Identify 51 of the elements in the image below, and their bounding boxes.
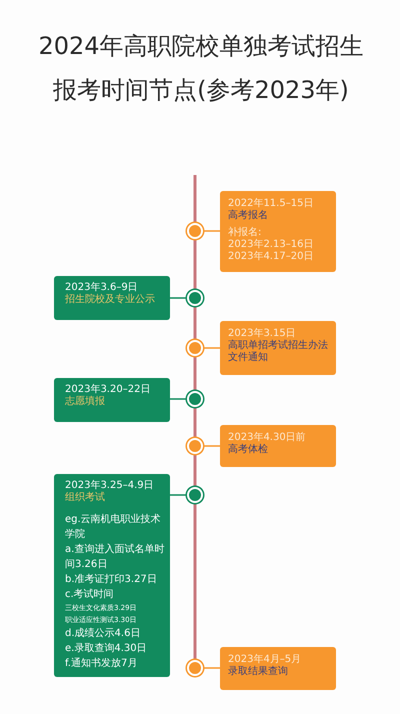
event-card [54,276,170,320]
date-text: 2023年3.25–4.9日 [65,480,155,492]
event-card [220,425,336,467]
timeline-line [194,356,196,391]
date-text: 2022年11.5–15日 [228,198,314,210]
event-card [54,474,170,677]
timeline-line [194,175,196,223]
event-text: 2023年2.13–16日 [228,239,314,251]
date-text: 2023年3.6–9日 [65,282,139,294]
detail-text: d.成绩公示4.6日 [65,626,142,641]
event-text: 2023年4.17–20日 [228,251,314,263]
date-text: 2023年4.30日前 [228,432,307,444]
connector-line [170,297,187,299]
event-text: 补报名: [228,227,262,239]
date-text: 2023年3.15日 [228,328,297,340]
timeline-dot [187,438,203,454]
event-text: 组织考试 [65,492,106,504]
connector-line [203,347,220,349]
event-text: 招生院校及专业公示 [65,294,156,306]
connector-line [203,445,220,447]
event-card [220,647,336,690]
event-text: 高考报名 [228,210,269,222]
connector-line [170,494,187,496]
event-card [220,191,336,272]
timeline-line [194,454,196,487]
detail-text: b.准考证打印3.27日 [65,572,158,587]
detail-text: f.通知书发放7月 [65,656,138,671]
connector-line [203,667,220,669]
timeline-line [194,239,196,290]
event-text: 录取结果查询 [228,666,289,678]
detail-text: e.录取查询4.30日 [65,642,148,656]
date-text: 2023年4月–5月 [228,654,302,666]
timeline-dot [187,223,203,239]
timeline-line [194,407,196,438]
timeline-dot [187,487,203,503]
title: 2024年高职院校单独考试招生报考时间节点(参考2023年) [37,31,365,106]
date-text: 2023年3.20–22日 [65,384,152,396]
detail-text: c.考试时间 [65,588,115,602]
connector-line [203,230,220,232]
event-text: 高考体检 [228,444,269,456]
event-text: 志愿填报 [65,396,106,408]
timeline-dot [187,340,203,356]
timeline-dot [187,391,203,407]
timeline-dot [187,660,203,676]
timeline-line [194,503,196,660]
event-card [54,378,170,422]
connector-line [170,398,187,400]
event-text: 高职单招考试招生办法文件通知 [228,340,328,364]
event-card [220,321,336,375]
timeline-line [194,306,196,340]
timeline-dot [187,290,203,306]
